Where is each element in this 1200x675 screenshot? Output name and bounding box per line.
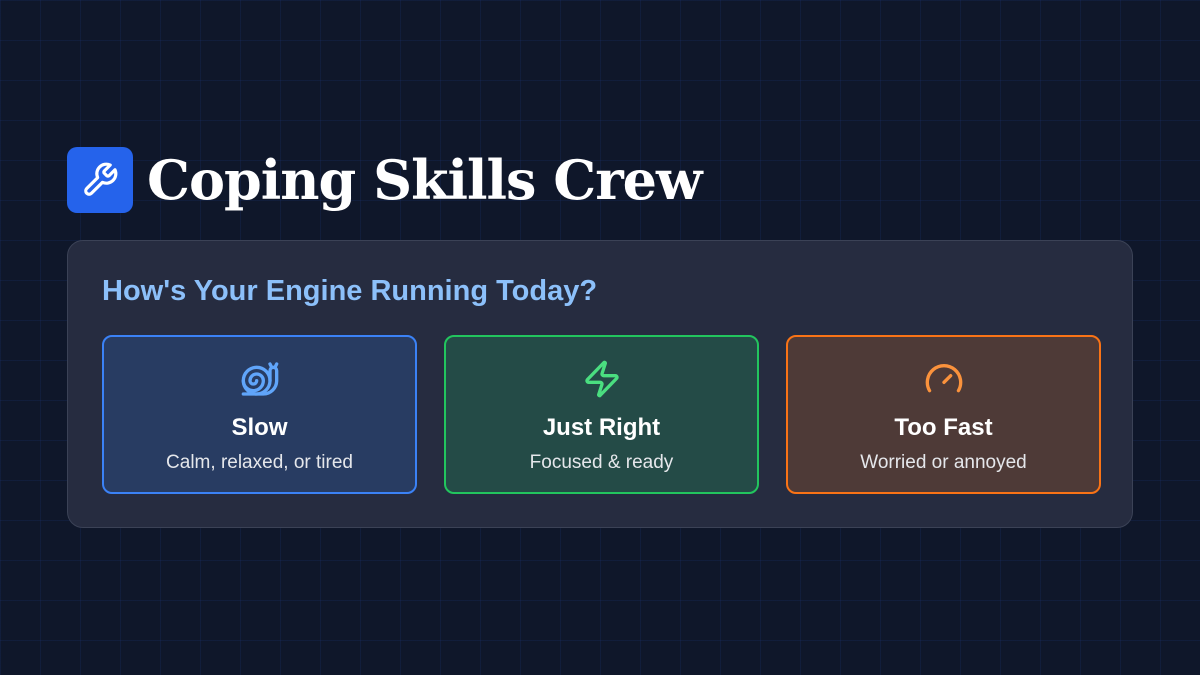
app-title: Coping Skills Crew (147, 148, 703, 212)
option-label: Just Right (542, 414, 661, 441)
wrench-icon (67, 147, 133, 213)
option-description: Focused & ready (529, 452, 674, 473)
option-label: Too Fast (894, 414, 993, 441)
option-description: Worried or annoyed (860, 452, 1027, 473)
question-heading: How's Your Engine Running Today? (102, 275, 598, 307)
engine-check-panel: How's Your Engine Running Today? Slow Ca… (67, 240, 1133, 528)
zap-icon (582, 359, 622, 404)
option-description: Calm, relaxed, or tired (166, 452, 353, 473)
option-just-right[interactable]: Just Right Focused & ready (444, 335, 759, 494)
snail-icon (240, 359, 280, 404)
option-slow[interactable]: Slow Calm, relaxed, or tired (102, 335, 417, 494)
gauge-icon (924, 359, 964, 404)
option-too-fast[interactable]: Too Fast Worried or annoyed (786, 335, 1101, 494)
option-label: Slow (231, 414, 288, 441)
header: Coping Skills Crew (67, 147, 703, 213)
